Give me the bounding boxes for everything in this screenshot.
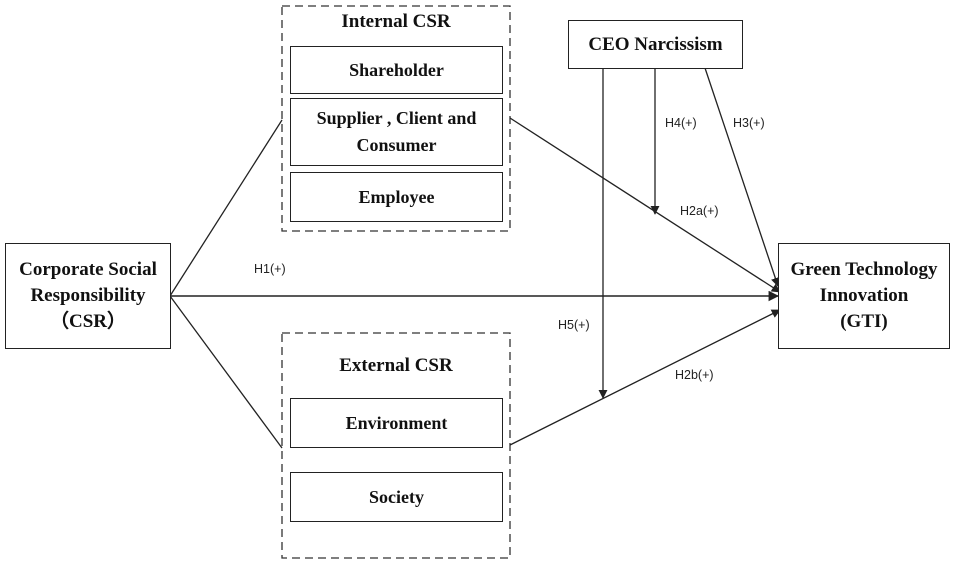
employee-item: Employee [290, 172, 503, 222]
external-csr-title: External CSR [330, 355, 462, 381]
h5-label: H5(+) [558, 318, 590, 332]
h4-label: H4(+) [665, 116, 697, 130]
h2a-label: H2a(+) [680, 204, 719, 218]
gti-node: Green Technology Innovation (GTI) [778, 243, 950, 349]
environment-item: Environment [290, 398, 503, 448]
shareholder-item: Shareholder [290, 46, 503, 94]
society-item: Society [290, 472, 503, 522]
h1-label: H1(+) [254, 262, 286, 276]
internal-csr-title: Internal CSR [330, 11, 462, 37]
h2a-arrow [509, 117, 781, 293]
csr-to-internal-line [169, 119, 283, 297]
supplier-client-consumer-item: Supplier , Client and Consumer [290, 98, 503, 166]
h3-label: H3(+) [733, 116, 765, 130]
ceo-narcissism-node: CEO Narcissism [568, 20, 743, 69]
csr-to-external-line [169, 295, 283, 449]
external-csr-group-frame [281, 332, 511, 559]
h2b-arrow [509, 309, 781, 446]
h3-arrow [704, 67, 780, 287]
h2b-label: H2b(+) [675, 368, 714, 382]
csr-node: Corporate Social Responsibility （CSR） [5, 243, 171, 349]
